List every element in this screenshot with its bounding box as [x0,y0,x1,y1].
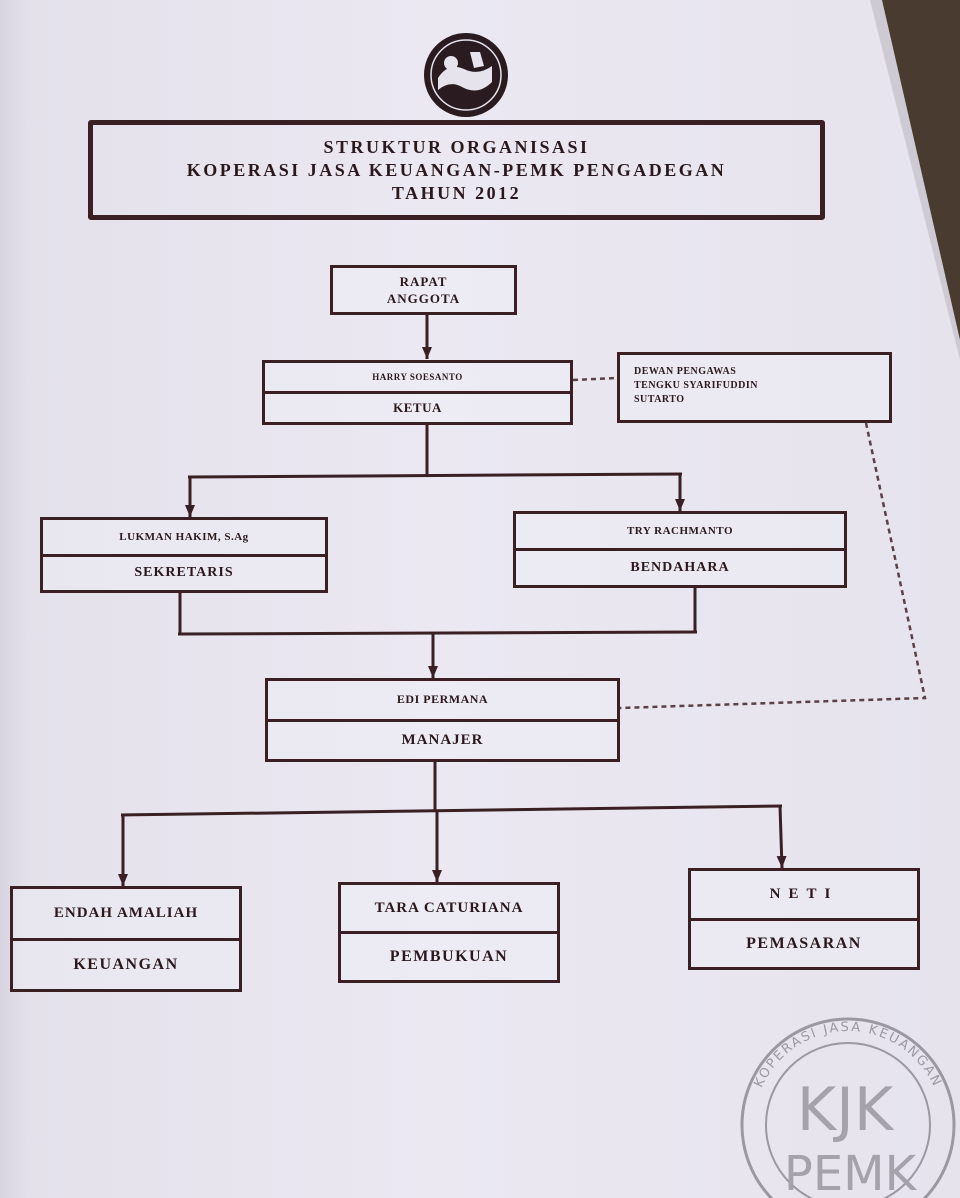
bendahara-role: BENDAHARA [516,548,844,585]
ketua-name: HARRY SOESANTO [372,372,463,382]
keuangan-box: ENDAH AMALIAH KEUANGAN [10,886,242,992]
sekretaris-name: LUKMAN HAKIM, S.Ag [119,530,249,543]
manajer-box: EDI PERMANA MANAJER [265,678,620,762]
pemasaran-name: NETI [769,885,839,902]
bendahara-box: TRY RACHMANTO BENDAHARA [513,511,847,588]
manajer-name: EDI PERMANA [396,692,489,707]
pembukuan-role: PEMBUKUAN [341,931,557,980]
rapat-line-2: ANGGOTA [386,291,461,306]
sekretaris-role: SEKRETARIS [43,553,325,591]
title-line-3: TAHUN 2012 [391,182,522,203]
dewan-member: SUTARTO [634,394,685,405]
ketua-role: KETUA [265,391,570,422]
ketua-box: HARRY SOESANTO KETUA [262,360,573,425]
dashed-ketua-dewan [572,376,618,382]
keuangan-name: ENDAH AMALIAH [53,904,199,921]
document-title-box: STRUKTUR ORGANISASI KOPERASI JASA KEUANG… [88,120,825,220]
manajer-role: MANAJER [268,718,617,760]
pemasaran-role: PEMASARAN [691,917,917,968]
pembukuan-name: TARA CATURIANA [374,899,524,916]
stamp-bottom-text: PEMK [784,1146,918,1198]
connector-staff-bar [120,804,783,817]
rapat-anggota-box: RAPAT ANGGOTA [330,265,517,315]
emblem-logo [424,33,508,117]
bendahara-name: TRY RACHMANTO [626,525,734,537]
dewan-pengawas-box: DEWAN PENGAWAS TENGKU SYARIFUDDIN SUTART… [617,352,892,423]
connector-officer-bar [187,472,683,479]
keuangan-role: KEUANGAN [13,937,239,990]
connector-to-pemasaran [776,805,787,869]
kjk-stamp: KOPERASI JASA KEUANGAN KJK PEMK [740,1017,956,1198]
stamp-center-text: KJK [797,1075,895,1145]
dewan-member: TENGKU SYARIFUDDIN [634,380,758,391]
title-line-1: STRUKTUR ORGANISASI [323,136,590,157]
pembukuan-box: TARA CATURIANA PEMBUKUAN [338,882,560,983]
pemasaran-box: NETI PEMASARAN [688,868,920,970]
title-line-2: KOPERASI JASA KEUANGAN-PEMK PENGADEGAN [186,159,727,180]
rapat-line-1: RAPAT [399,274,448,289]
paper-edge-strip [870,0,960,360]
table-background [882,0,960,340]
dewan-title: DEWAN PENGAWAS [634,366,737,377]
connector-merge-bar [177,630,698,636]
dashed-dewan-manajer [619,422,927,710]
sekretaris-box: LUKMAN HAKIM, S.Ag SEKRETARIS [40,517,328,593]
